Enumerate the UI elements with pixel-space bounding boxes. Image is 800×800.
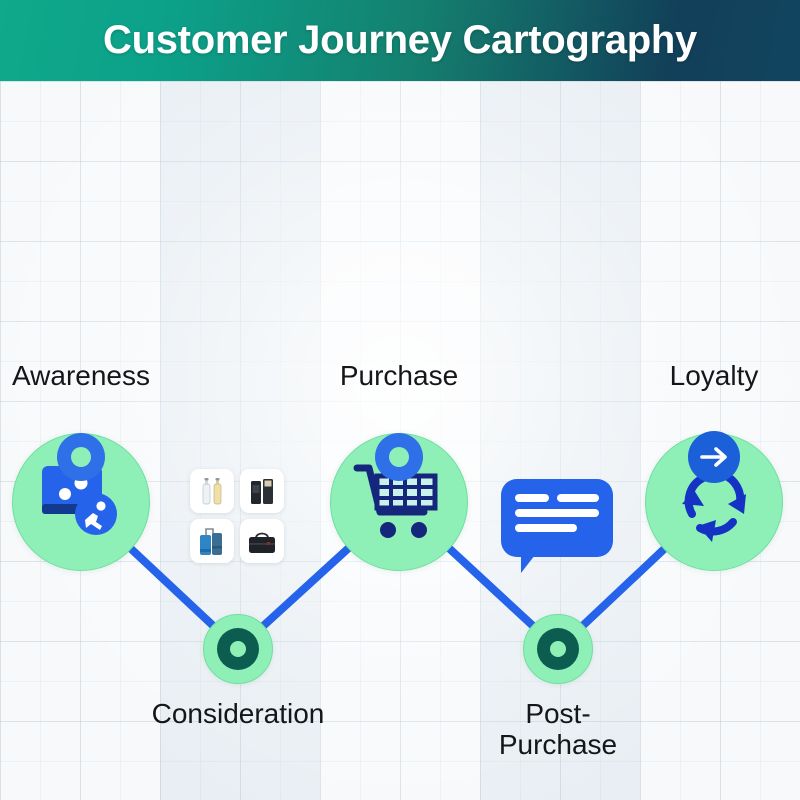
arrow-right-icon <box>700 447 727 467</box>
feedback-chat-bubble[interactable] <box>501 479 613 573</box>
stage-marker-arrow[interactable] <box>688 431 740 483</box>
stage-marker-ring[interactable] <box>375 433 423 481</box>
donut-icon <box>217 628 259 670</box>
stage-marker-ring[interactable] <box>57 433 105 481</box>
product-thumbnail-grid[interactable] <box>190 469 284 563</box>
refresh-cycle-icon <box>682 471 746 542</box>
node-label-awareness: Awareness <box>11 360 151 391</box>
node-disc-consideration[interactable] <box>203 614 273 684</box>
product-card-black-leather-bag[interactable] <box>240 519 284 563</box>
chat-line <box>557 494 599 502</box>
chat-line-row <box>515 494 599 502</box>
node-label-loyalty: Loyalty <box>669 360 759 391</box>
chat-line <box>515 509 599 517</box>
product-card-blue-travel-luggage[interactable] <box>190 519 234 563</box>
node-label-purchase: Purchase <box>339 360 459 391</box>
chat-line <box>515 524 577 532</box>
node-label-consideration: Consideration <box>151 698 325 729</box>
page-title: Customer Journey Cartography <box>103 18 697 62</box>
node-label-post-purchase: Post-Purchase <box>498 698 618 761</box>
node-disc-post-purchase[interactable] <box>523 614 593 684</box>
poster-header: Customer Journey Cartography <box>0 0 800 81</box>
product-card-clear-and-amber-bottles[interactable] <box>190 469 234 513</box>
product-card-dark-fragrance-bottles[interactable] <box>240 469 284 513</box>
donut-icon <box>537 628 579 670</box>
chat-line <box>515 494 549 502</box>
